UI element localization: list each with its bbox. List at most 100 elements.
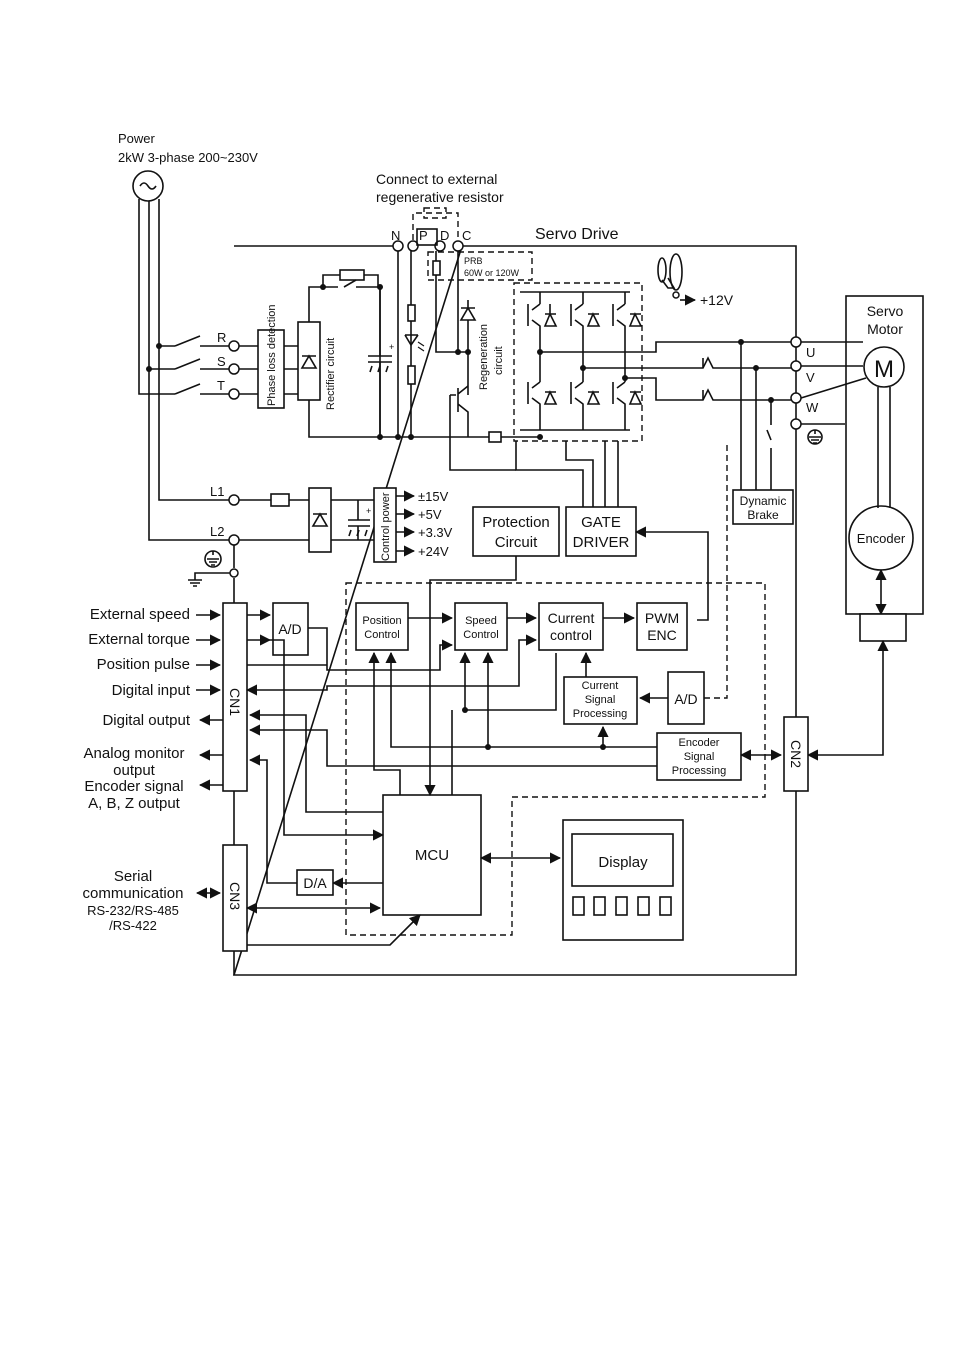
fan-icon	[657, 253, 683, 299]
signal-digital-output: Digital output	[102, 712, 190, 729]
ad-current-box	[667, 671, 705, 725]
dynamic-brake-box	[732, 489, 794, 525]
encoder-signal-label-3: Processing	[672, 765, 726, 777]
igbt-bridge-icon	[527, 292, 643, 430]
position-control-label-1: Position	[362, 615, 401, 627]
position-control-label-2: Control	[364, 629, 399, 641]
cn1-connector	[222, 602, 248, 792]
gate-driver-label-2: DRIVER	[573, 534, 630, 551]
ground-icon	[204, 550, 222, 568]
rectifier-label: Rectifier circuit	[325, 338, 337, 410]
terminal-u	[790, 336, 802, 348]
ac-source-icon	[132, 170, 164, 202]
control-board-outline	[345, 582, 766, 936]
signal-digital-input: Digital input	[112, 682, 191, 699]
phase-loss-detection-box	[257, 329, 285, 409]
encoder-connector	[859, 613, 907, 642]
signal-external-speed: External speed	[90, 606, 190, 623]
terminal-p	[407, 240, 419, 252]
protection-circuit-box	[472, 506, 560, 557]
diode-icon	[300, 354, 318, 369]
terminal-s	[228, 363, 240, 375]
svg-text:+: +	[366, 506, 371, 516]
phase-r-label: R	[217, 330, 226, 345]
output-u-label: U	[806, 345, 815, 360]
servo-motor-title-2: Motor	[867, 321, 903, 337]
dynamic-brake-label-1: Dynamic	[740, 494, 787, 508]
speed-control-label-1: Speed	[465, 615, 497, 627]
cn2-connector	[783, 716, 809, 792]
da-label: D/A	[303, 875, 327, 891]
display-label: Display	[598, 854, 648, 871]
voltage-5v: +5V	[418, 507, 442, 522]
terminal-p-label: P	[419, 228, 428, 243]
dynamic-brake-label-2: Brake	[747, 508, 779, 522]
serial-label-3: RS-232/RS-485	[87, 903, 179, 918]
serial-label-4: /RS-422	[109, 918, 157, 933]
rectifier-box	[297, 321, 321, 401]
l1-label: L1	[210, 484, 224, 499]
svg-text:+: +	[389, 342, 394, 352]
gate-driver-box	[565, 506, 637, 557]
phase-t-label: T	[217, 378, 225, 393]
cn3-connector	[222, 844, 248, 952]
protection-label-2: Circuit	[495, 534, 538, 551]
regen-label-2: regenerative resistor	[376, 189, 504, 205]
servo-motor-box	[845, 295, 924, 615]
ad-current-label: A/D	[674, 691, 697, 707]
serial-label-2: communication	[83, 885, 184, 902]
regeneration-label-2: circuit	[493, 346, 505, 375]
current-control-label-2: control	[550, 627, 592, 643]
voltage-15v: ±15V	[418, 489, 449, 504]
speed-control-label-2: Control	[463, 629, 498, 641]
terminal-ground	[790, 418, 802, 430]
l2-label: L2	[210, 524, 224, 539]
regeneration-label-1: Regeneration	[478, 324, 490, 390]
motor-icon	[863, 346, 905, 388]
regen-label-1: Connect to external	[376, 171, 497, 187]
power-spec: 2kW 3-phase 200~230V	[118, 150, 258, 165]
da-box	[296, 869, 334, 896]
voltage-3v3: +3.3V	[418, 525, 453, 540]
mcu-label: MCU	[415, 847, 449, 864]
servo-motor-title-1: Servo	[867, 303, 904, 319]
prb-box	[427, 251, 533, 281]
signal-position-pulse: Position pulse	[97, 656, 190, 673]
prb-label-2: 60W or 120W	[464, 268, 520, 278]
current-control-box	[538, 602, 604, 651]
current-signal-label-2: Signal	[585, 694, 616, 706]
output-w-label: W	[806, 400, 819, 415]
encoder-signal-processing-box	[656, 732, 742, 781]
output-v-label: V	[806, 370, 815, 385]
protection-label-1: Protection	[482, 514, 550, 531]
terminal-v	[790, 360, 802, 372]
ground-icon	[807, 429, 823, 445]
current-control-label-1: Current	[548, 610, 595, 626]
terminal-r	[228, 340, 240, 352]
prb-label-1: PRB	[464, 256, 483, 266]
encoder-signal-label-1: Encoder	[679, 737, 720, 749]
gate-driver-label-1: GATE	[581, 514, 621, 531]
pwm-enc-label-2: ENC	[647, 627, 677, 643]
serial-label-1: Serial	[114, 868, 152, 885]
phase-loss-detection-label: Phase loss detection	[266, 304, 278, 406]
power-label: Power	[118, 131, 156, 146]
terminal-w	[790, 392, 802, 404]
inverter-box	[513, 282, 643, 442]
current-signal-label-3: Processing	[573, 708, 627, 720]
display-digit-icon	[572, 896, 672, 916]
terminal-c-label: C	[462, 228, 471, 243]
encoder-label: Encoder	[857, 531, 906, 546]
terminal-d-label: D	[440, 228, 449, 243]
voltage-24v: +24V	[418, 544, 449, 559]
signal-encoder-out-2: A, B, Z output	[88, 795, 181, 812]
pwm-enc-label-1: PWM	[645, 610, 679, 626]
signal-encoder-out-1: Encoder signal	[84, 778, 183, 795]
signal-external-torque: External torque	[88, 631, 190, 648]
control-power-label: Control power	[380, 492, 392, 561]
signal-analog-monitor-1: Analog monitor	[84, 745, 185, 762]
mcu-box	[382, 794, 482, 916]
encoder-signal-label-2: Signal	[684, 751, 715, 763]
terminal-n-label: N	[391, 228, 400, 243]
